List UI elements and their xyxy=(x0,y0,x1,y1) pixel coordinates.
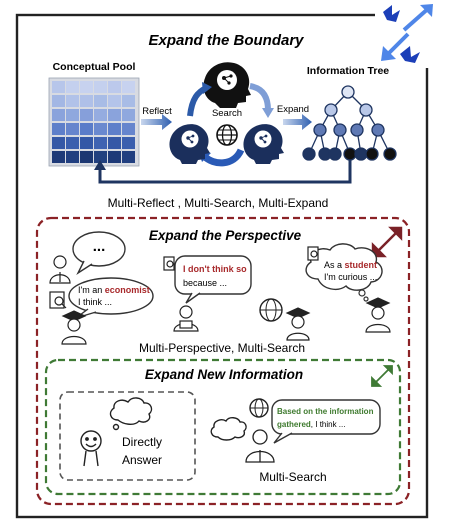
search-doc-icon xyxy=(49,291,67,309)
section-title-perspective: Expand the Perspective xyxy=(149,228,302,243)
search-label: Search xyxy=(212,108,242,119)
student-bubble: As a student I'm curious ... xyxy=(305,243,383,302)
economist-text-line2: I think ... xyxy=(78,297,112,307)
new-info-caption: Multi-Search xyxy=(259,470,326,484)
reflect-arrow xyxy=(141,114,172,130)
feedback-arrow xyxy=(98,160,352,184)
bubble-dots: ... xyxy=(93,238,106,255)
reflect-head-icon xyxy=(169,124,210,164)
direct-answer-line2: Answer xyxy=(122,453,162,467)
info-highlight: gathered xyxy=(277,420,311,429)
globe-icon-2 xyxy=(259,298,283,322)
search-head-icon xyxy=(203,62,251,108)
disagree-line1: I don't think so xyxy=(183,264,247,274)
loop-arrow-right xyxy=(249,83,271,111)
reflect-label: Reflect xyxy=(142,106,172,117)
info-text-suffix: , I think ... xyxy=(311,420,346,429)
boundary-caption: Multi-Reflect , Multi-Search, Multi-Expa… xyxy=(108,196,329,210)
student-person-icon xyxy=(365,297,391,333)
loop-arrow-bottom xyxy=(201,148,245,167)
perspective-caption: Multi-Perspective, Multi-Search xyxy=(139,341,305,355)
perspective-expand-icon xyxy=(371,226,403,258)
globe-icon xyxy=(216,124,238,146)
expand-head-icon xyxy=(243,124,284,164)
graduate-person-icon xyxy=(61,310,87,345)
economist-highlight: economist xyxy=(105,285,150,295)
info-bubble: Based on the information gathered, I thi… xyxy=(271,399,381,444)
search-doc-icon-3 xyxy=(307,246,319,261)
section-title-boundary: Expand the Boundary xyxy=(148,32,304,49)
information-tree-label: Information Tree xyxy=(307,65,389,77)
perspective-dashed-box xyxy=(35,216,411,506)
smiley-person-icon xyxy=(80,430,102,467)
conceptual-pool-label: Conceptual Pool xyxy=(53,61,136,73)
disagree-bubble: I don't think so because ... xyxy=(174,255,252,304)
information-tree-icon xyxy=(302,85,397,161)
student-highlight: student xyxy=(345,260,378,270)
new-info-dashed-box xyxy=(44,358,402,496)
thought-cloud-icon xyxy=(109,397,153,431)
conceptual-pool-grid xyxy=(48,77,140,167)
svg-text:I'm an economist: I'm an economist xyxy=(78,285,150,295)
disagree-line2: because ... xyxy=(183,278,227,288)
direct-answer-line1: Directly xyxy=(122,435,162,449)
new-info-expand-icon xyxy=(371,365,393,387)
thought-cloud-icon-2 xyxy=(210,417,247,441)
section-title-new-info: Expand New Information xyxy=(145,367,303,382)
expand-arrow xyxy=(283,114,312,130)
search-doc-icon-2 xyxy=(163,256,175,271)
graduate-person-icon-2 xyxy=(285,307,311,341)
student-text-line2: I'm curious ... xyxy=(324,272,377,282)
expand-label: Expand xyxy=(277,104,309,115)
info-text-line1: Based on the information xyxy=(277,407,374,416)
economist-person-icon xyxy=(49,255,71,284)
direct-answer-box xyxy=(59,391,196,481)
reader-person-icon xyxy=(173,305,199,332)
svg-text:As a student: As a student xyxy=(324,260,377,270)
globe-icon-3 xyxy=(249,398,269,418)
svg-text:gathered, I think ...: gathered, I think ... xyxy=(277,420,345,429)
student-text-prefix: As a xyxy=(324,260,345,270)
researcher-person-icon xyxy=(245,429,275,463)
thinking-bubble: ... xyxy=(72,231,126,275)
expand-corner-icon xyxy=(375,2,441,68)
economist-text-prefix: I'm an xyxy=(78,285,105,295)
